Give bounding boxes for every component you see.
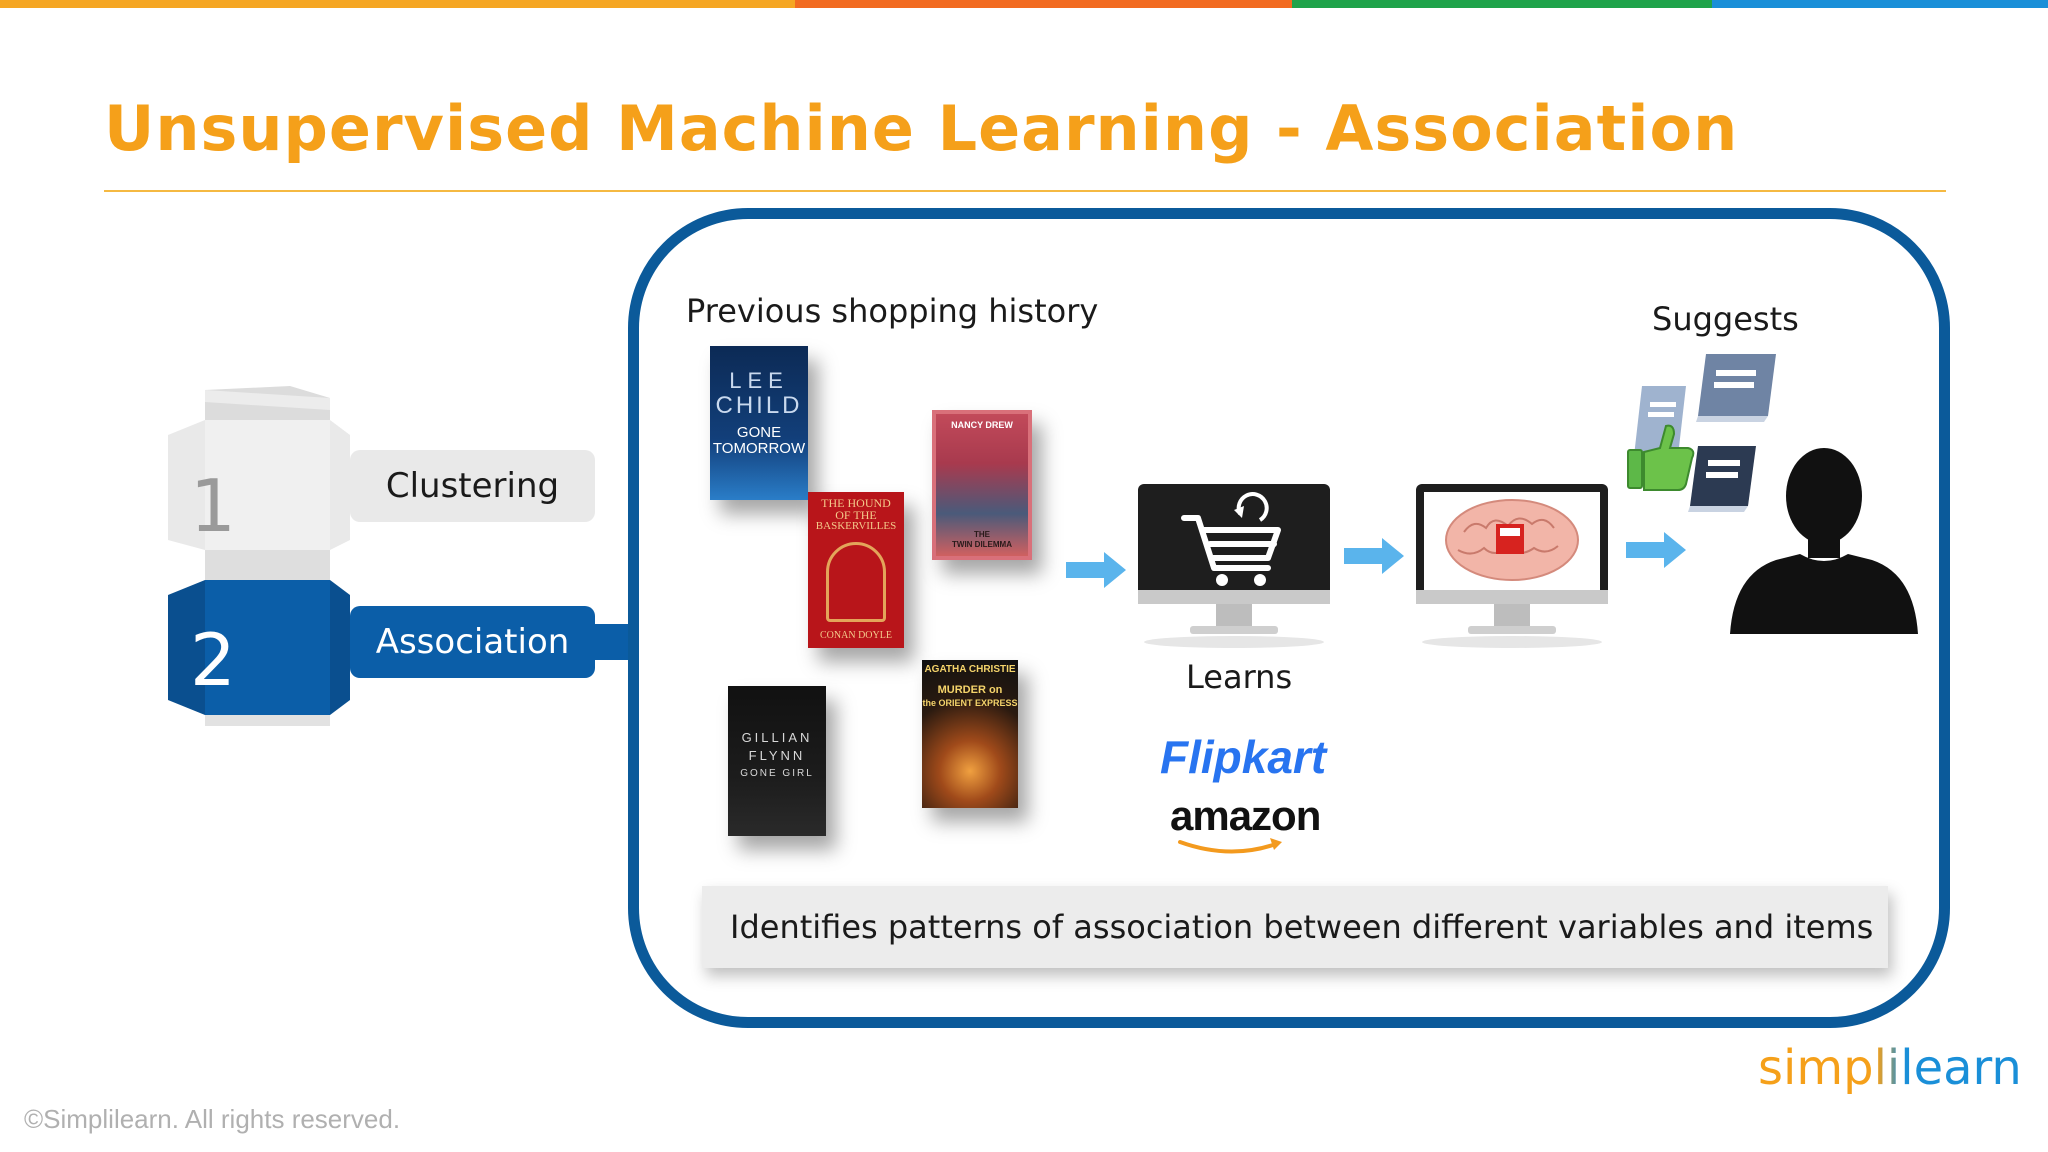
learning-type-stack: 1 2 (160, 380, 360, 730)
clustering-pill[interactable]: Clustering (350, 450, 595, 522)
summary-caption: Identifies patterns of association betwe… (702, 886, 1888, 968)
book-cover-hound-baskervilles: THE HOUND OF THE BASKERVILLES CONAN DOYL… (808, 492, 904, 648)
stacked-blocks-icon (168, 386, 350, 726)
book-icon (1688, 446, 1756, 512)
flipkart-logo: Flipkart (1160, 731, 1327, 783)
book-cover-lee-child: LEE CHILD GONE TOMORROW (710, 346, 808, 500)
book-cover-gone-girl: GILLIAN FLYNN GONE GIRL (728, 686, 826, 836)
amazon-smile-icon (1178, 838, 1282, 854)
book-icon (1696, 354, 1776, 422)
shopping-cart-monitor (1138, 484, 1330, 648)
top-bar-segment (1712, 0, 2048, 8)
copyright-notice: ©Simplilearn. All rights reserved. (24, 1104, 401, 1134)
stack-number-2: 2 (190, 618, 236, 702)
slide-title: Unsupervised Machine Learning - Associat… (104, 92, 1739, 165)
arrow-right-icon (1066, 552, 1126, 588)
top-bar-segment (1292, 0, 1712, 8)
arrow-right-icon (1344, 538, 1404, 574)
suggests-label: Suggests (1652, 300, 1799, 338)
association-connector (594, 624, 634, 660)
top-color-bar (0, 0, 2048, 8)
title-divider (104, 190, 1946, 192)
suggested-books-group (1627, 354, 1776, 512)
thumbs-up-icon (1627, 424, 1695, 491)
brain-monitor (1416, 484, 1608, 648)
top-bar-segment (0, 0, 795, 8)
top-bar-segment (795, 0, 1292, 8)
person-icon (1730, 448, 1918, 634)
stack-number-1: 1 (190, 464, 236, 548)
shopping-history-label: Previous shopping history (686, 292, 1099, 330)
brain-icon (1445, 499, 1579, 581)
simplilearn-logo: simplilearn (1758, 1040, 2022, 1096)
amazon-logo: amazon (1170, 792, 1321, 854)
book-cover-orient-express: AGATHA CHRISTIE MURDER on the ORIENT EXP… (922, 660, 1018, 808)
learns-label: Learns (1186, 658, 1293, 696)
association-pill[interactable]: Association (350, 606, 595, 678)
shopping-cart-icon (1181, 515, 1281, 571)
arrow-right-icon (1626, 532, 1686, 568)
book-cover-nancy-drew: NANCY DREW THE TWIN DILEMMA (932, 410, 1032, 560)
